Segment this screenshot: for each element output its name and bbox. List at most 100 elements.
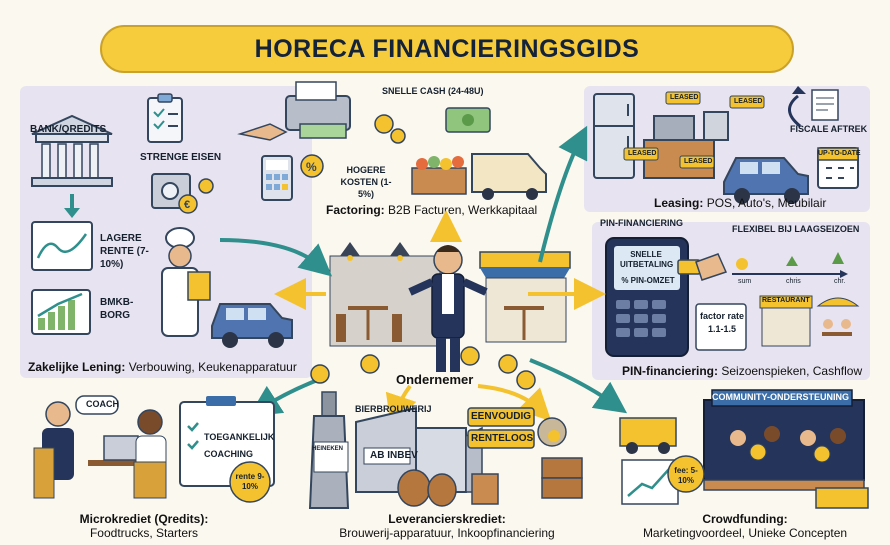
safe-icon: € <box>151 173 198 214</box>
produce-crate-icon <box>411 156 467 195</box>
caption-title: Crowdfunding: <box>702 512 788 526</box>
caption-title: Microkrediet (Qredits): <box>79 512 209 526</box>
tag-eenvoudig: EENVOUDIG <box>471 411 532 422</box>
calendar-icon <box>817 147 859 189</box>
tag-bierbrouwerij: BIERBROUWERIJ <box>355 404 432 414</box>
speech-bubble <box>75 395 119 415</box>
tag-pin-omzet: % PIN-OMZET <box>621 276 675 285</box>
title-banner: HORECA FINANCIERINGSGIDS <box>100 25 794 73</box>
beer-bottle-icon <box>308 391 350 509</box>
season-label-sum: sum <box>738 278 752 285</box>
factor-card <box>695 303 747 351</box>
svg-text:%: % <box>306 160 317 174</box>
tag-bank: BANK/QREDITS <box>30 124 107 135</box>
microkrediet-caption: Microkrediet (Qredits): Foodtrucks, Star… <box>34 512 254 540</box>
calculator-icon <box>261 155 293 201</box>
tag-rente: rente 9-10% <box>235 472 265 491</box>
caption-text: Seizoenspieken, Cashflow <box>721 364 863 378</box>
tag-pin-financiering: PIN-FINANCIERING <box>600 218 683 228</box>
tag-hogere-kosten: HOGERE KOSTEN (1-5%) <box>340 165 392 199</box>
arrow-from-chef <box>219 238 333 277</box>
card-terminal-icon <box>605 237 689 357</box>
leasing-caption: Leasing: POS, Auto's, Meubilair <box>654 196 874 210</box>
food-truck-icon <box>619 417 677 454</box>
caption-title: Leverancierskrediet: <box>388 512 506 526</box>
checklist-icon <box>147 93 183 143</box>
caption-title: Leasing: <box>654 196 704 210</box>
tag-leased-1: LEASED <box>670 94 699 101</box>
growth-chart-icon <box>31 289 91 335</box>
check-item-toegankelijk: TOEGANKELIJK <box>204 432 275 442</box>
restaurant-terrace-icon <box>759 295 860 347</box>
tag-community: COMMUNITY-ONDERSTEUNING <box>712 392 849 402</box>
caption-text: Brouwerij-apparatuur, Inkoopfinanciering <box>339 526 555 540</box>
caption-text: POS, Auto's, Meubilair <box>706 196 827 210</box>
leverancier-illustration <box>308 391 583 509</box>
svg-text:€: € <box>184 199 190 211</box>
car-icon <box>211 303 293 348</box>
tag-lagere-rente: LAGERE RENTE (7-10%) <box>100 233 149 270</box>
restaurant-interior <box>329 242 441 347</box>
bank-icon <box>31 114 113 187</box>
entrepreneur-figure <box>408 245 488 372</box>
caption-title: PIN-financiering: <box>622 364 719 378</box>
rate-graph-icon <box>31 221 93 271</box>
tag-bmkb-borg: BMKB-BORG <box>100 297 134 321</box>
tag-fee: fee: 5-10% <box>674 466 698 485</box>
tag-flexibel: FLEXIBEL BIJ LAAGSEIZOEN <box>732 224 860 234</box>
tag-snelle-uitbetaling: SNELLE UITBETALING <box>620 250 674 269</box>
coach-figure <box>33 401 74 499</box>
season-label-chr: chr. <box>834 278 846 285</box>
tag-up-to-date: UP-TO-DATE <box>818 150 861 157</box>
pin-illustration <box>605 237 860 357</box>
arrow-to-leasing <box>538 125 588 263</box>
check-item-coaching: COACHING <box>204 449 253 459</box>
tag-leased-4: LEASED <box>684 158 713 165</box>
caption-text: Foodtrucks, Starters <box>89 526 199 540</box>
tag-heineken: HEINEKEN <box>312 446 344 452</box>
caption-text: Marketingvoordeel, Unieke Concepten <box>642 526 848 540</box>
tag-leased-3: LEASED <box>628 150 657 157</box>
tag-leased-2: LEASED <box>734 98 763 105</box>
tag-fiscale-aftrek: FISCALE AFTREK <box>790 124 868 134</box>
tag-strenge-eisen: STRENGE EISEN <box>140 152 222 163</box>
pin-caption: PIN-financiering: Seizoenspieken, Cashfl… <box>622 364 882 378</box>
page-title: HORECA FINANCIERINGSGIDS <box>254 34 640 63</box>
entrepreneur-label: Ondernemer <box>396 372 474 387</box>
tag-coach: COACH <box>86 399 119 409</box>
zakelijke-lening-illustration: € <box>31 93 293 348</box>
leverancier-caption: Leverancierskrediet: Brouwerij-apparatuu… <box>292 512 602 540</box>
caption-text: B2B Facturen, Werkkapitaal <box>388 203 538 217</box>
leased-tags <box>623 91 765 169</box>
arrow-to-leverancier <box>385 384 417 428</box>
euro-coins <box>310 346 536 390</box>
receipt-icon <box>811 89 839 121</box>
yellow-signs <box>467 407 535 449</box>
money-bag-icon <box>537 417 567 447</box>
zakelijke-lening-caption: Zakelijke Lening: Verbouwing, Keukenappa… <box>28 360 318 374</box>
small-truck-icon <box>815 487 869 509</box>
checklist-board <box>179 396 275 503</box>
car-icon <box>723 157 809 204</box>
crowdfunding-illustration <box>619 389 869 509</box>
printer-icon <box>285 81 351 139</box>
hand-card-icon <box>677 253 728 281</box>
microkrediet-illustration <box>33 395 275 503</box>
season-label-chris: chris <box>786 278 801 285</box>
center-illustration <box>329 242 571 372</box>
tag-ab-inbev: AB INBEV <box>370 450 418 461</box>
crowdfunding-caption: Crowdfunding: Marketingvoordeel, Unieke … <box>620 512 870 540</box>
factoring-caption: Factoring: B2B Facturen, Werkkapitaal <box>326 203 586 217</box>
crates-stack <box>541 457 583 499</box>
tag-restaurant: RESTAURANT <box>762 297 810 304</box>
hand-icon <box>237 123 288 141</box>
food-stall <box>479 251 571 343</box>
truck-icon <box>471 153 547 200</box>
tag-factor-rate: factor rate 1.1-1.5 <box>700 311 745 334</box>
caption-text: Verbouwing, Keukenapparatuur <box>128 360 297 374</box>
tag-snelle-cash: SNELLE CASH (24-48U) <box>382 86 484 96</box>
factoring-illustration: % <box>237 81 547 201</box>
caption-title: Zakelijke Lening: <box>28 360 126 374</box>
barrels <box>397 469 499 507</box>
